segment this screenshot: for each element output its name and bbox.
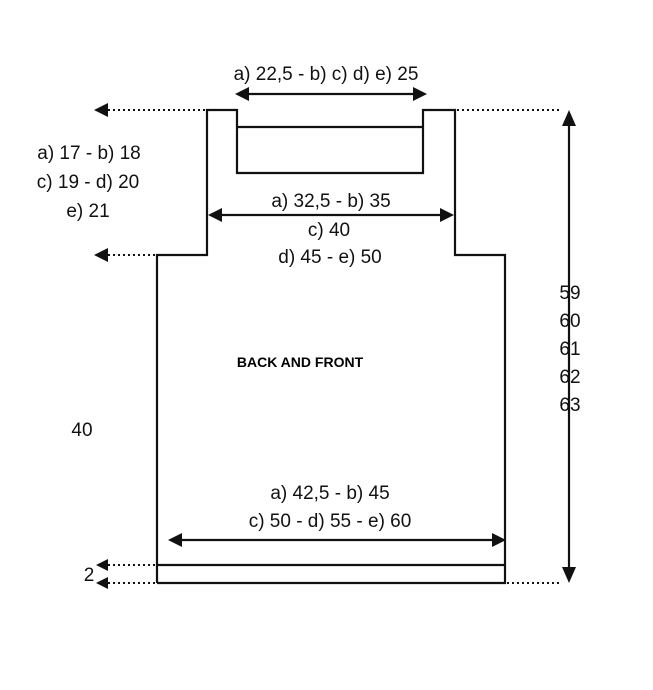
- neck-width-label: a) 22,5 - b) c) d) e) 25: [234, 64, 419, 85]
- total-length-arrowhead-top: [562, 110, 576, 126]
- neck-arrowhead-right: [413, 87, 427, 101]
- total-length-size-c: 61: [559, 339, 580, 360]
- hem-depth-label: 2: [84, 565, 95, 586]
- garment-outline: [155, 108, 507, 585]
- hem-arrowhead-left: [168, 533, 182, 547]
- hem-bottom-arrowhead: [96, 577, 108, 589]
- hem-width-line2: c) 50 - d) 55 - e) 60: [249, 511, 412, 532]
- shoulder-top-arrowhead: [94, 103, 108, 117]
- shoulder-depth-line3: e) 21: [66, 201, 109, 222]
- shoulder-depth-line1: a) 17 - b) 18: [37, 143, 141, 164]
- total-length-size-a: 59: [559, 283, 580, 304]
- shoulder-depth-line2: c) 19 - d) 20: [37, 172, 139, 193]
- chest-arrowhead-left: [208, 208, 222, 222]
- total-length-arrowhead-bottom: [562, 567, 576, 583]
- panel-label: BACK AND FRONT: [237, 354, 364, 370]
- hem-top-arrowhead: [96, 559, 108, 571]
- hem-width-line1: a) 42,5 - b) 45: [270, 483, 389, 504]
- total-length-size-b: 60: [559, 311, 580, 332]
- armhole-arrowhead: [94, 248, 108, 262]
- chest-width-line1: a) 32,5 - b) 35: [271, 191, 390, 212]
- total-length-size-d: 62: [559, 367, 580, 388]
- neck-arrowhead-left: [235, 87, 249, 101]
- hem-arrowhead-right: [492, 533, 506, 547]
- chest-arrowhead-right: [440, 208, 454, 222]
- chest-width-line3: d) 45 - e) 50: [278, 247, 382, 268]
- chest-width-line2: c) 40: [308, 220, 350, 241]
- body-length-label: 40: [71, 420, 92, 441]
- total-length-size-e: 63: [559, 395, 580, 416]
